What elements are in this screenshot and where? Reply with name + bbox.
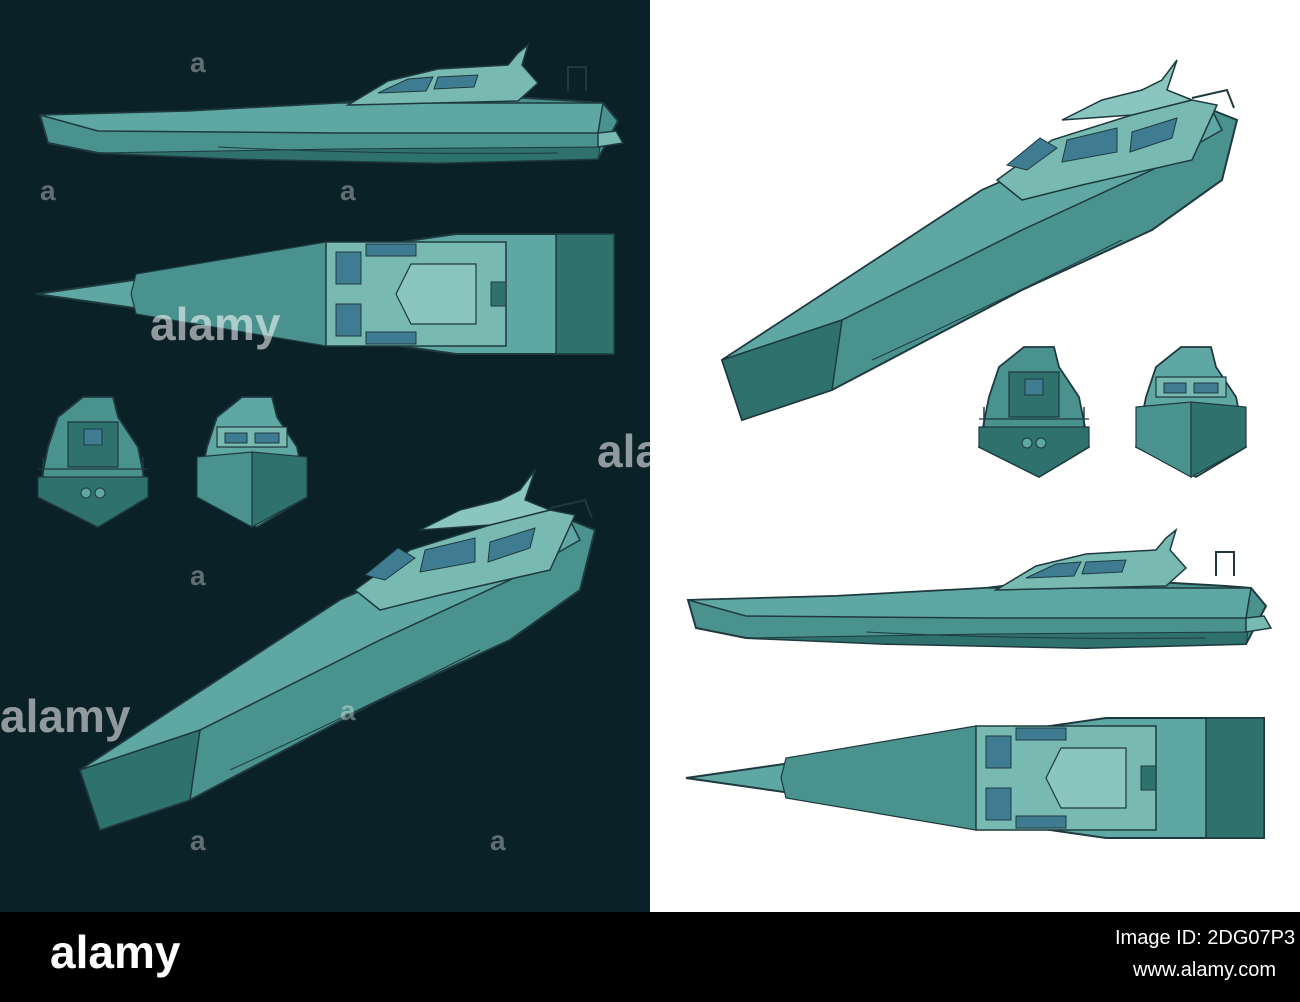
footer-image-id: Image ID: 2DG07P3 xyxy=(1115,927,1295,949)
watermark-brand-dark-bottom: alamy xyxy=(0,690,131,742)
footer-logo: alamy xyxy=(50,926,181,978)
footer-url: www.alamy.com xyxy=(1132,959,1276,981)
watermark-brand-dark-top: alamy xyxy=(150,298,281,350)
watermark-fragment: ala xyxy=(597,425,661,477)
watermarks-dark: alamy alamy ala xyxy=(0,47,661,856)
footer-bar xyxy=(0,912,1300,1002)
